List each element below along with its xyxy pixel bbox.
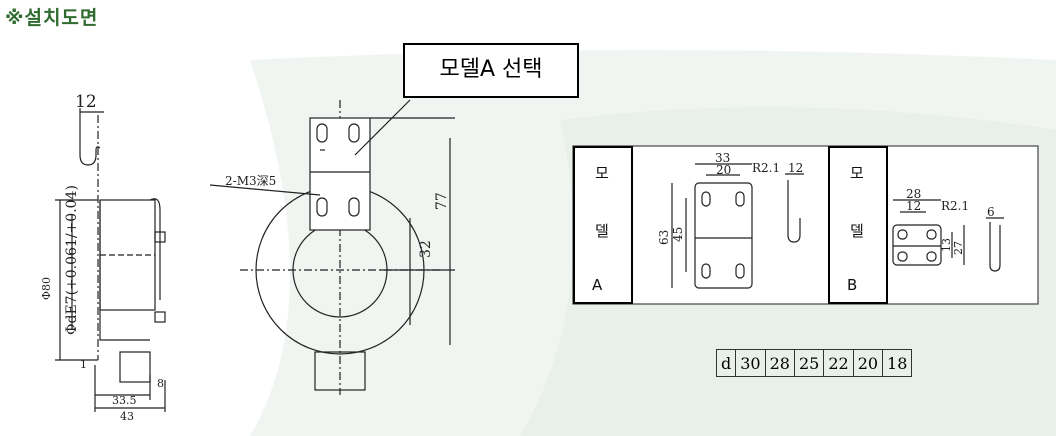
- bracket-panel: [572, 145, 1039, 305]
- dim-43: 43: [120, 410, 134, 423]
- dim-m3-note: 2-M3深5: [225, 174, 276, 188]
- model-a-char-1: 모: [595, 164, 609, 182]
- model-a-char-3: A: [592, 276, 603, 294]
- dim-a-r21: R2.1: [752, 161, 780, 175]
- dim-a-20: 20: [716, 163, 731, 177]
- table-cell: 25: [793, 349, 825, 377]
- dim-b-27: 27: [952, 241, 965, 255]
- model-a-select-label: 모델A 선택: [403, 43, 579, 98]
- dim-32: 32: [418, 240, 434, 258]
- dim-8: 8: [157, 377, 164, 390]
- dim-b-12: 12: [906, 199, 921, 213]
- dim-77: 77: [434, 192, 450, 210]
- model-b-char-3: B: [847, 276, 858, 294]
- dim-a-45: 45: [671, 227, 685, 242]
- dim-b-6: 6: [987, 205, 995, 219]
- dim-a-12: 12: [788, 161, 803, 175]
- d-value-table: d 30 28 25 22 20 18: [715, 349, 913, 377]
- table-cell: 28: [764, 349, 795, 377]
- table-row: d 30 28 25 22 20 18: [715, 349, 913, 377]
- front-view: [209, 99, 455, 395]
- dim-phi80: Φ80: [40, 277, 53, 300]
- table-cell: 22: [823, 349, 854, 377]
- side-view: [55, 108, 166, 412]
- model-a-char-2: 델: [595, 222, 609, 240]
- table-cell: 30: [735, 349, 766, 377]
- model-b-label-box: 모 델 B: [828, 146, 888, 304]
- dim-1: 1: [80, 358, 87, 371]
- dim-b-13: 13: [940, 238, 953, 252]
- dim-b-28: 28: [906, 187, 921, 201]
- model-b-char-1: 모: [850, 164, 864, 182]
- dim-12-top: 12: [75, 92, 97, 112]
- dim-33-5: 33.5: [112, 394, 137, 407]
- dim-a-33: 33: [715, 151, 730, 165]
- page-title: ※설치도면: [5, 7, 99, 29]
- dim-b-r21: R2.1: [941, 199, 969, 213]
- dim-a-63: 63: [657, 230, 671, 245]
- table-cell: d: [715, 349, 737, 377]
- table-cell: 18: [882, 349, 913, 377]
- model-a-label-box: 모 델 A: [573, 146, 633, 304]
- model-b-char-2: 델: [850, 222, 864, 240]
- table-cell: 20: [852, 349, 884, 377]
- dim-phi-de7: ΦdE7(+0.061/+0.04): [64, 185, 80, 335]
